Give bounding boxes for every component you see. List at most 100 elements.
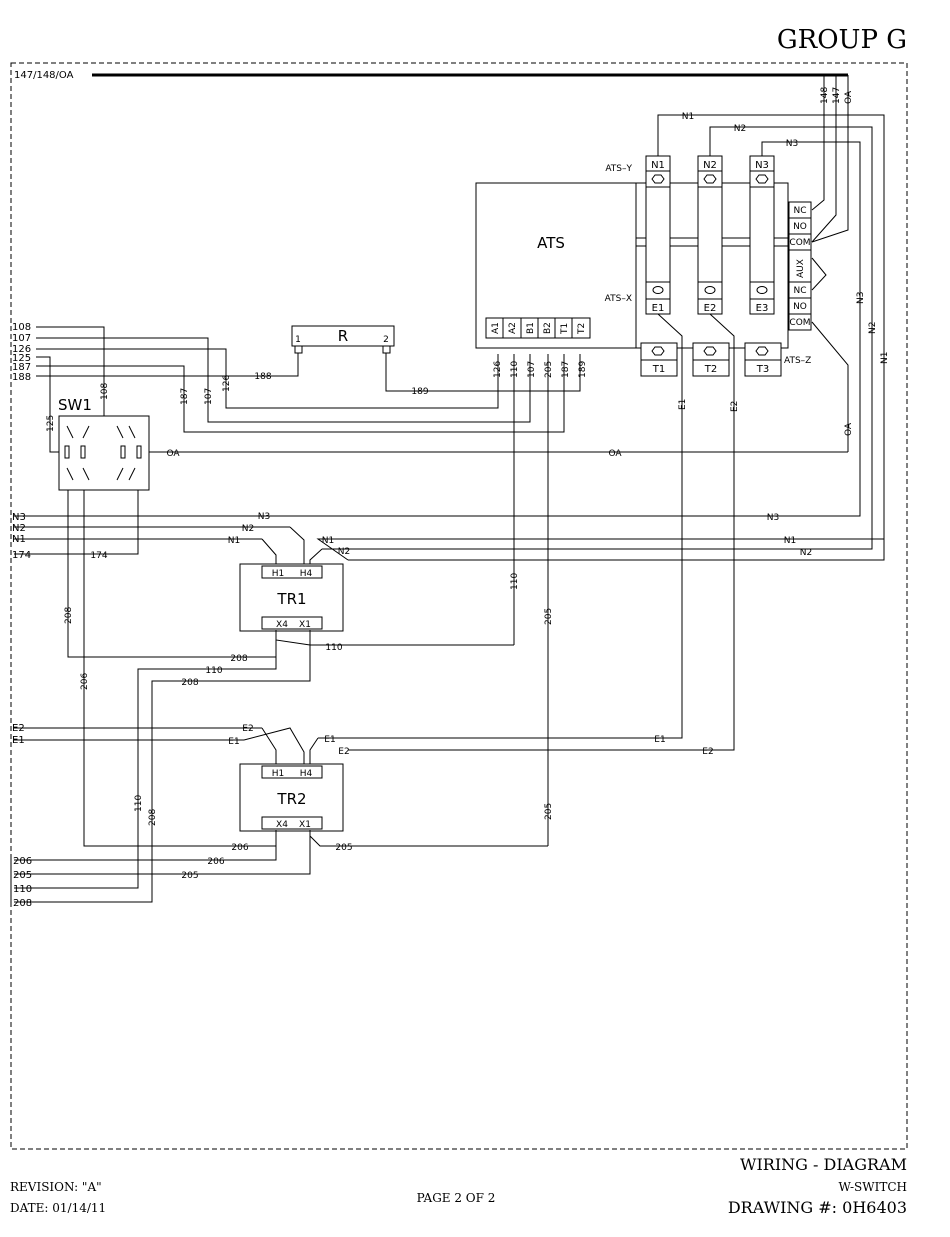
wire-label: N3 — [258, 512, 270, 522]
ats-terminal-e3: E3 — [749, 281, 775, 315]
wire-label: H1 — [272, 569, 285, 579]
wire-label: 1 — [295, 335, 301, 345]
wire-label: NC — [793, 286, 806, 296]
wire-label: 174 — [12, 550, 31, 561]
wire-label: 108 — [100, 383, 110, 400]
ats-aux-contacts: NC NO COM AUX NC NO COM — [788, 201, 812, 331]
bus-label: 147/148/OA — [14, 70, 74, 81]
wire-label: 205 — [544, 361, 554, 378]
wire-label: 205 — [544, 803, 554, 820]
ats-terminal-t2: T2 — [692, 342, 730, 377]
left-bottom-wire-labels: 206 205 110 208 — [10, 855, 32, 909]
wire-label: N2 — [703, 160, 717, 171]
wire-label: 188 — [12, 372, 31, 383]
wire-label: 126 — [222, 375, 232, 392]
wire-label: 208 — [64, 607, 74, 624]
title-block: REVISION: "A" DATE: 01/14/11 PAGE 2 OF 2… — [10, 1155, 907, 1217]
wire-label: T2 — [704, 364, 717, 375]
wire-label: OA — [844, 422, 854, 436]
wire-label: E1 — [678, 399, 688, 410]
wire-label: 110 — [325, 643, 342, 653]
wire-label: 110 — [13, 884, 32, 895]
wire-label: 174 — [90, 551, 107, 561]
wire-label: 205 — [544, 608, 554, 625]
wire-label: 187 — [180, 388, 190, 405]
wire-label: N3 — [755, 160, 769, 171]
page-number: PAGE 2 OF 2 — [417, 1191, 496, 1205]
left-mid-wire-labels: N3 N2 N1 174 — [12, 512, 31, 561]
left-wire-labels: 108 107 126 125 187 188 — [12, 322, 31, 383]
wire-label: X4 — [276, 820, 288, 830]
wire-label: E2 — [702, 747, 713, 757]
transformer-tr2: TR2 H1 H4 X4 X1 — [239, 763, 344, 832]
wire-label: 2 — [383, 335, 389, 345]
wire-label: 208 — [13, 898, 32, 909]
wire-label: H4 — [300, 769, 313, 779]
wire-label: 205 — [335, 843, 352, 853]
wire-label: N3 — [767, 513, 779, 523]
wire-label: H1 — [272, 769, 285, 779]
wire-label: N2 — [800, 548, 812, 558]
wire-label: 208 — [230, 654, 247, 664]
wire-label: E1 — [652, 303, 665, 314]
wire-label: N1 — [228, 536, 240, 546]
wire-label: E2 — [338, 747, 349, 757]
wire-label: N1 — [322, 536, 334, 546]
wire-label: T1 — [560, 323, 570, 335]
wire-label: T2 — [577, 323, 587, 335]
wire-label: N2 — [242, 524, 254, 534]
wire-label: NO — [793, 302, 807, 312]
wire-label: 208 — [148, 809, 158, 826]
wire-label: 125 — [12, 353, 31, 364]
wire-label: N3 — [12, 512, 26, 523]
wire-label: E3 — [756, 303, 769, 314]
wire-label: N2 — [734, 124, 746, 134]
wire-label: E1 — [324, 735, 335, 745]
wire-label: N1 — [784, 536, 796, 546]
wire-label: B1 — [526, 322, 536, 334]
wire-label: R — [338, 327, 348, 345]
wire-label: OA — [166, 449, 180, 459]
wire-label: 206 — [13, 856, 32, 867]
wire-label: AUX — [796, 259, 806, 278]
drawing-number: DRAWING #: 0H6403 — [728, 1198, 907, 1217]
drawing-title: WIRING - DIAGRAM — [740, 1155, 907, 1174]
wire-label: 126 — [12, 344, 31, 355]
wire-label: E2 — [242, 724, 253, 734]
wire-label: TR2 — [276, 790, 306, 808]
wire-label: E2 — [704, 303, 717, 314]
wire-label: 110 — [510, 361, 520, 378]
wire-label: T1 — [652, 364, 665, 375]
wire-label: N1 — [880, 352, 890, 364]
wire-label: A2 — [508, 322, 518, 334]
wire-label: E1 — [228, 737, 239, 747]
wire-147-label: 147 — [832, 87, 842, 104]
ats-title: ATS — [537, 234, 565, 252]
wire-label: TR1 — [276, 590, 306, 608]
wire-label: X1 — [299, 620, 311, 630]
wire-label: 107 — [527, 361, 537, 378]
wire-label: 110 — [510, 573, 520, 590]
wire-label: 187 — [12, 362, 31, 373]
wire-label: NC — [793, 206, 806, 216]
wire-label: N2 — [12, 523, 26, 534]
wire-label: N2 — [338, 547, 350, 557]
wire-label: COM — [789, 318, 810, 328]
wire-label: 206 — [80, 673, 90, 690]
wire-label: N3 — [856, 292, 866, 304]
ats-terminal-n3: N3 — [749, 155, 775, 188]
wire-label: 205 — [181, 871, 198, 881]
ats-terminal-t3: T3 — [744, 342, 782, 377]
wire-148-label: 148 — [820, 87, 830, 104]
group-title: GROUP G — [777, 25, 907, 55]
date-text: DATE: 01/14/11 — [10, 1201, 106, 1215]
drawing-subtitle: W-SWITCH — [839, 1180, 907, 1194]
wire-label: 187 — [561, 361, 571, 378]
ats-x-label: ATS–X — [605, 294, 632, 304]
wire-label: 108 — [12, 322, 31, 333]
wire-label: N2 — [868, 322, 878, 334]
ats-terminal-n2: N2 — [697, 155, 723, 188]
wire-label: N1 — [651, 160, 665, 171]
wire-label: E1 — [654, 735, 665, 745]
